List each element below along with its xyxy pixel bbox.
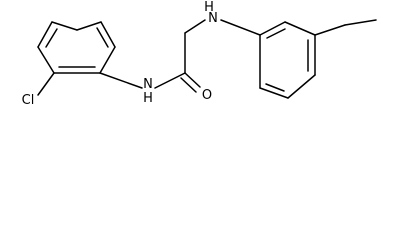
bond [284, 21, 316, 36]
bond [259, 21, 286, 36]
carbonyl-double-bond-b [180, 77, 197, 93]
bond [76, 21, 102, 31]
c-cl-bond [37, 72, 55, 96]
ethylphenyl-ring [259, 21, 316, 99]
bond [100, 21, 116, 48]
n-ring-bond [220, 19, 261, 36]
bond [37, 46, 55, 74]
double-bond-inner [265, 83, 285, 92]
amine-hydrogen-label: H [204, 0, 214, 15]
bond [37, 21, 53, 48]
bond [51, 21, 78, 31]
chlorine-label: Cl [22, 93, 35, 108]
amide-hydrogen-label: H [143, 91, 153, 106]
carbonyl-double-bond-a [184, 72, 201, 88]
ring-n-bond [99, 72, 143, 89]
amide-nitrogen-label: N [143, 77, 153, 92]
bond [287, 74, 316, 99]
amine-nitrogen-label: N [208, 11, 218, 26]
double-bond-inner [45, 28, 58, 48]
double-bond-inner [266, 28, 286, 39]
ch2-n-bond [184, 19, 206, 34]
chlorophenyl-ring [37, 21, 116, 74]
bond [99, 46, 116, 74]
bond [259, 87, 289, 99]
double-bond-inner [96, 27, 109, 48]
ethyl-bond-2 [344, 19, 377, 26]
chemical-structure-diagram: Cl N H O H N [22, 0, 377, 108]
n-carbonyl-bond [154, 72, 186, 89]
carbonyl-oxygen-label: O [202, 88, 212, 103]
ethyl-bond-1 [314, 24, 346, 36]
